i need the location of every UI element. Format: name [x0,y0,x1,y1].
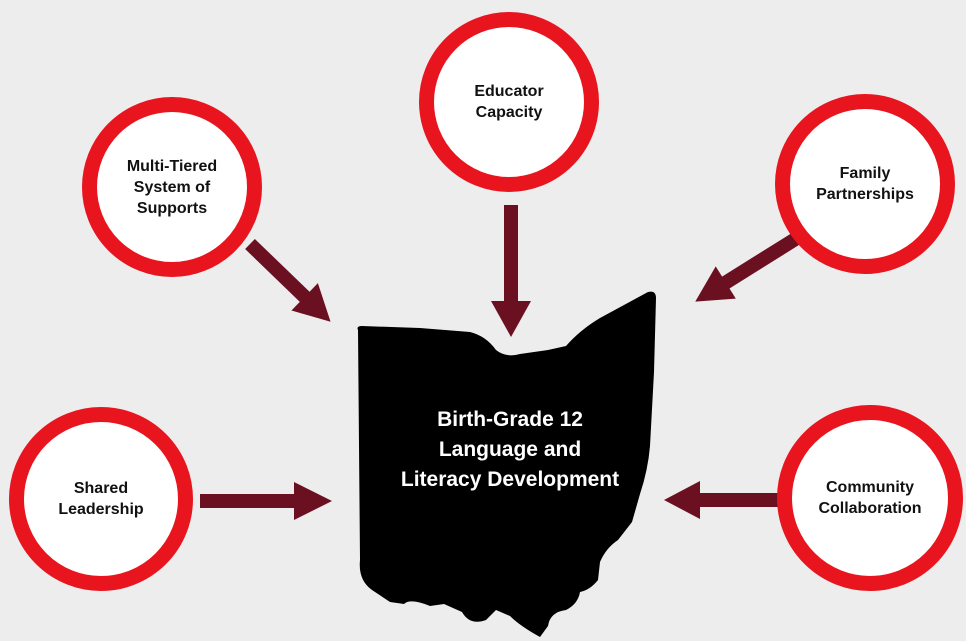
node-educator-capacity: Educator Capacity [419,12,599,192]
arrow-community-collaboration [664,481,784,519]
arrow-shared-leadership [200,482,332,520]
node-family-partnerships: Family Partnerships [775,94,955,274]
node-shared-leadership: Shared Leadership [9,407,193,591]
node-community-collaboration: Community Collaboration [777,405,963,591]
arrow-mtss [245,238,331,322]
node-label: Community Collaboration [818,479,922,517]
node-label: Family Partnerships [816,165,914,203]
arrow-family-partnerships [695,232,801,302]
center-label: Birth-Grade 12 Language and Literacy Dev… [400,408,620,491]
node-label: Shared Leadership [58,480,144,518]
node-label: Educator Capacity [474,83,544,121]
node-mtss: Multi-Tiered System of Supports [82,97,262,277]
arrow-educator-capacity [491,205,531,337]
node-label: Multi-Tiered System of Supports [126,157,218,217]
